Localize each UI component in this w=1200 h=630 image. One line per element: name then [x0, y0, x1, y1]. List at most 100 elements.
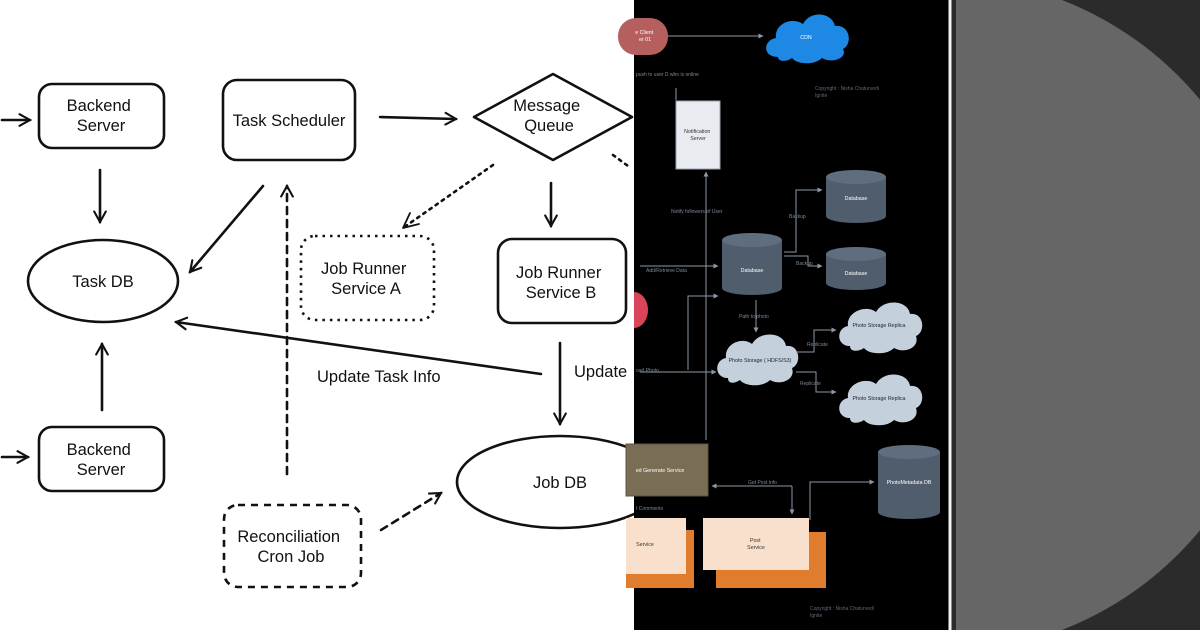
- cdn-node[interactable]: CDN: [766, 14, 849, 64]
- post-service-node[interactable]: Post Service: [703, 518, 826, 588]
- update-label: Update: [574, 363, 627, 381]
- backend-server-bottom-box: [37, 425, 166, 493]
- notification-server-node[interactable]: Notification Server: [675, 100, 721, 170]
- client-label: e Client er 01: [635, 30, 654, 43]
- replicate-1-label: Replicate: [807, 342, 828, 348]
- edge-backup-2: [784, 255, 823, 269]
- edge-replicate-1: [796, 327, 837, 353]
- comments-label: t Comments: [636, 506, 663, 512]
- client-node[interactable]: e Client er 01: [618, 18, 668, 55]
- edge-upload-to-db: [687, 293, 719, 370]
- message-queue-diamond: [472, 72, 634, 162]
- edge-backup-1: [784, 187, 823, 253]
- task-db-label: Task DB: [72, 273, 133, 291]
- update-task-info-label: Update Task Info: [317, 368, 441, 386]
- photo-replica-2-cloud: [839, 374, 923, 426]
- left-service-node[interactable]: Service: [626, 518, 694, 588]
- edge-scheduler-to-taskdb: [188, 184, 265, 274]
- job-runner-b-node[interactable]: Job Runner Service B: [496, 237, 628, 325]
- photo-storage-cloud: [717, 334, 799, 386]
- task-db-ellipse: [26, 238, 180, 324]
- photo-metadata-db-body: [878, 452, 940, 519]
- copyright-top: Copyright : Nisha Chaturvedi Ignite: [815, 86, 880, 99]
- feed-service-label: ed Generate Service: [636, 468, 685, 474]
- task-scheduler-node[interactable]: Task Scheduler: [221, 78, 357, 162]
- photo-storage-node[interactable]: Photo Storage ( HDFS/S3): [717, 334, 799, 386]
- notification-server-box: [675, 100, 721, 170]
- database-replica-2-body: [826, 254, 886, 290]
- get-post-info-label: Get Post info: [748, 480, 777, 486]
- photo-replica-2-node[interactable]: Photo Storage Replica: [839, 374, 923, 426]
- backend-server-bottom-label: Backend Server: [67, 441, 136, 479]
- edge-reconciliation-to-jobdb: [379, 491, 443, 532]
- photo-replica-1-cloud: [839, 302, 923, 354]
- job-runner-b-label: Job Runner Service B: [516, 264, 606, 302]
- user-circle-fragment: [634, 292, 648, 328]
- edge-post-to-metadata: [809, 479, 875, 520]
- message-queue-node[interactable]: Message Queue: [472, 72, 634, 162]
- backend-server-bottom-node[interactable]: Backend Server: [37, 425, 166, 493]
- reconciliation-box: [222, 503, 363, 589]
- edge-queue-offscreen: [611, 153, 630, 168]
- task-scheduler-label: Task Scheduler: [233, 112, 346, 130]
- edge-scheduler-to-queue: [378, 111, 459, 126]
- post-service-box: [703, 518, 809, 570]
- reconciliation-label: Reconciliation Cron Job: [237, 528, 344, 566]
- task-db-node[interactable]: Task DB: [26, 238, 180, 324]
- backend-server-top-box: [37, 82, 166, 150]
- job-runner-a-node[interactable]: Job Runner Service A: [299, 234, 436, 322]
- notify-label: Notify followers of User: [671, 209, 723, 215]
- post-service-label: Post Service: [747, 538, 765, 551]
- feed-service-node[interactable]: ed Generate Service: [625, 443, 709, 497]
- sketch-diagram: Backend Server Task Scheduler Message Qu…: [0, 72, 665, 589]
- database-replica-1-body: [826, 177, 886, 223]
- left-service-label: Service: [636, 542, 654, 548]
- gray-disc-panel: [948, 0, 1200, 630]
- upload-photo-label: oad Photo: [636, 368, 659, 374]
- photo-metadata-db-top: [878, 445, 940, 459]
- photo-storage-label: Photo Storage ( HDFS/S3): [729, 358, 792, 364]
- database-main-top: [722, 233, 782, 247]
- left-service-box: [626, 518, 686, 574]
- task-scheduler-box: [221, 78, 357, 162]
- edge-queue-to-runner-a: [401, 163, 495, 230]
- photo-replica-2-label: Photo Storage Replica: [852, 396, 905, 402]
- cdn-label: CDN: [800, 35, 812, 41]
- database-replica-2-node[interactable]: Database: [826, 247, 886, 290]
- database-replica-1-label: Database: [845, 196, 868, 202]
- message-queue-label: Message Queue: [513, 97, 585, 135]
- add-retrieve-label: Add/Retrieve Data: [646, 268, 687, 274]
- database-main-label: Database: [741, 268, 764, 274]
- client-shape: [618, 18, 668, 55]
- database-replica-2-label: Database: [845, 271, 868, 277]
- backend-server-top-label: Backend Server: [67, 97, 136, 135]
- database-replica-1-node[interactable]: Database: [826, 170, 886, 223]
- gray-disc: [956, 0, 1200, 630]
- job-db-node[interactable]: Job DB: [455, 434, 665, 530]
- reconciliation-node[interactable]: Reconciliation Cron Job: [222, 503, 363, 589]
- dark-diagram: e Client er 01 CDN push to user D who is…: [618, 0, 950, 630]
- job-runner-b-box: [496, 237, 628, 325]
- database-replica-2-top: [826, 247, 886, 261]
- replicate-2-label: Replicate: [800, 381, 821, 387]
- database-main-body: [722, 240, 782, 295]
- photo-replica-1-node[interactable]: Photo Storage Replica: [839, 302, 923, 354]
- feed-service-box: [625, 443, 709, 497]
- job-runner-a-box: [299, 234, 436, 322]
- photo-metadata-db-node[interactable]: PhotoMetadata DB: [878, 445, 940, 519]
- backup-1-label: Backup: [789, 214, 806, 220]
- notification-server-label: Notification Server: [684, 129, 712, 142]
- database-main-node[interactable]: Database: [722, 233, 782, 295]
- backup-2-label: Backup: [796, 261, 813, 267]
- photo-metadata-db-label: PhotoMetadata DB: [887, 480, 932, 486]
- cdn-cloud: [766, 14, 849, 64]
- path-to-photo-label: Path to photo: [739, 314, 769, 320]
- photo-replica-1-label: Photo Storage Replica: [852, 323, 905, 329]
- job-runner-a-label: Job Runner Service A: [321, 260, 411, 298]
- copyright-bottom: Copyright : Nisha Chaturvedi Ignite: [810, 606, 875, 619]
- push-label: push to user D who is online: [636, 72, 699, 78]
- edge-replicate-2: [796, 371, 837, 395]
- backend-server-top-node[interactable]: Backend Server: [37, 82, 166, 150]
- database-replica-1-top: [826, 170, 886, 184]
